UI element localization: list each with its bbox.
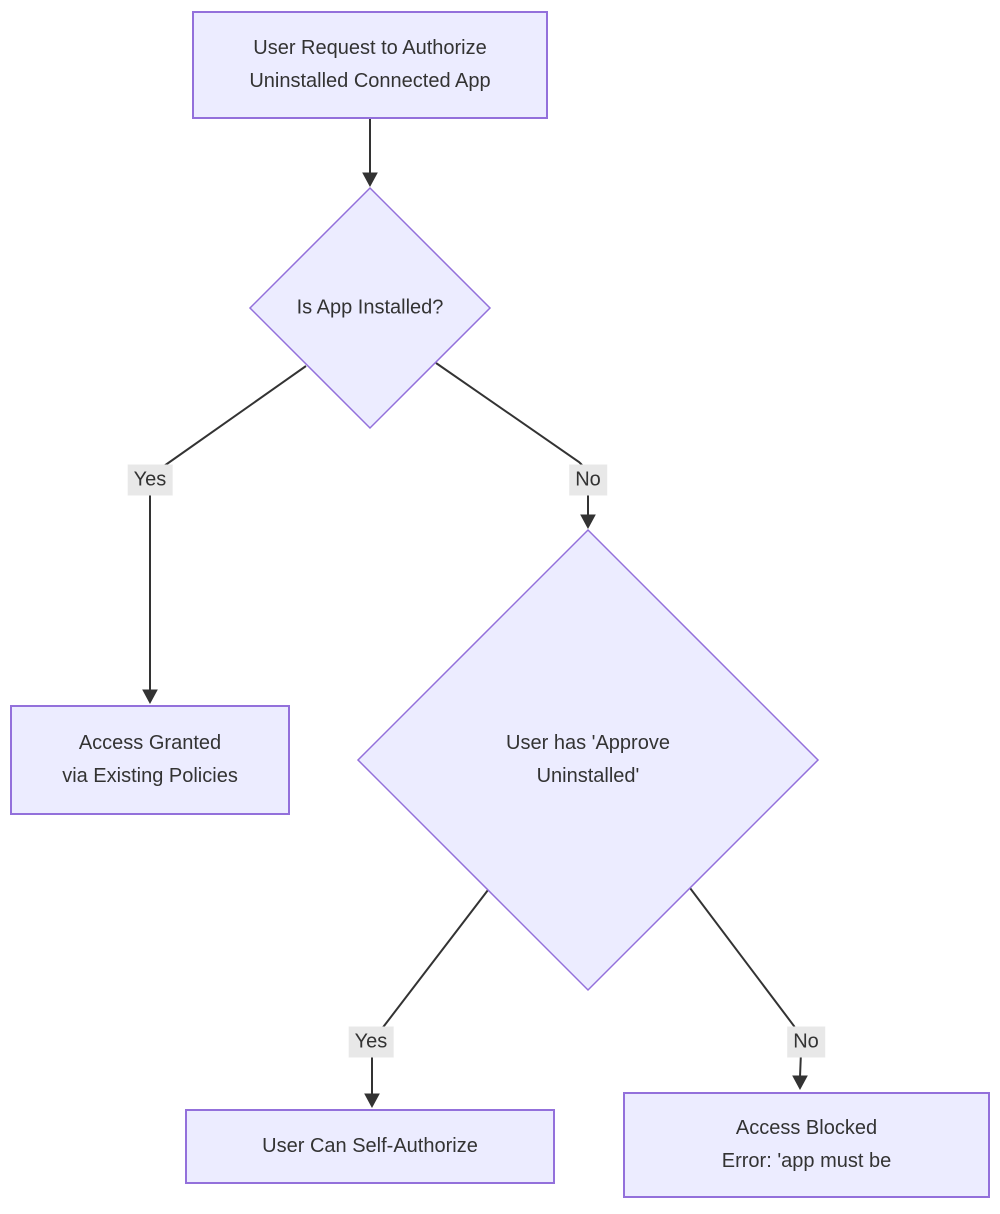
decision-approve-uninstalled-label: User has 'Approve Uninstalled' — [506, 732, 670, 787]
arrowhead-into-granted-icon — [142, 689, 158, 705]
edge-label-yes-installed: Yes — [127, 464, 173, 496]
decision-shape-is-app-installed — [248, 186, 492, 430]
node-access-blocked: Access Blocked Error: 'app must be — [623, 1092, 990, 1198]
node-access-blocked-label: Access Blocked Error: 'app must be — [721, 1117, 892, 1172]
arrowhead-into-self-authorize-icon — [364, 1093, 380, 1109]
edge-label-no-approve: No — [787, 1026, 825, 1058]
node-user-can-self-authorize-label: User Can Self-Authorize — [262, 1135, 478, 1157]
arrowhead-into-blocked-icon — [792, 1075, 808, 1091]
node-access-granted: Access Granted via Existing Policies — [10, 705, 290, 815]
edge-yes-to-granted — [149, 365, 307, 691]
node-user-request-label: User Request to Authorize Uninstalled Co… — [249, 37, 491, 92]
decision-shape-approve-uninstalled — [356, 528, 820, 992]
edge-label-no-installed: No — [569, 464, 607, 496]
arrowhead-into-is-installed-icon — [362, 172, 378, 188]
edge-no-to-has-approve — [435, 362, 589, 516]
decision-approve-uninstalled: User has 'Approve Uninstalled' — [506, 727, 670, 793]
arrowhead-into-has-approve-icon — [580, 514, 596, 530]
edge-label-yes-approve: Yes — [348, 1026, 394, 1058]
node-user-can-self-authorize: User Can Self-Authorize — [185, 1109, 555, 1184]
node-access-granted-label: Access Granted via Existing Policies — [62, 732, 238, 787]
decision-is-app-installed-label: Is App Installed? — [296, 296, 444, 319]
edge-no-to-blocked — [689, 887, 803, 1078]
edge-yes-to-self-authorize — [371, 889, 489, 1095]
decision-is-app-installed: Is App Installed? — [297, 292, 444, 325]
node-user-request: User Request to Authorize Uninstalled Co… — [192, 11, 548, 119]
